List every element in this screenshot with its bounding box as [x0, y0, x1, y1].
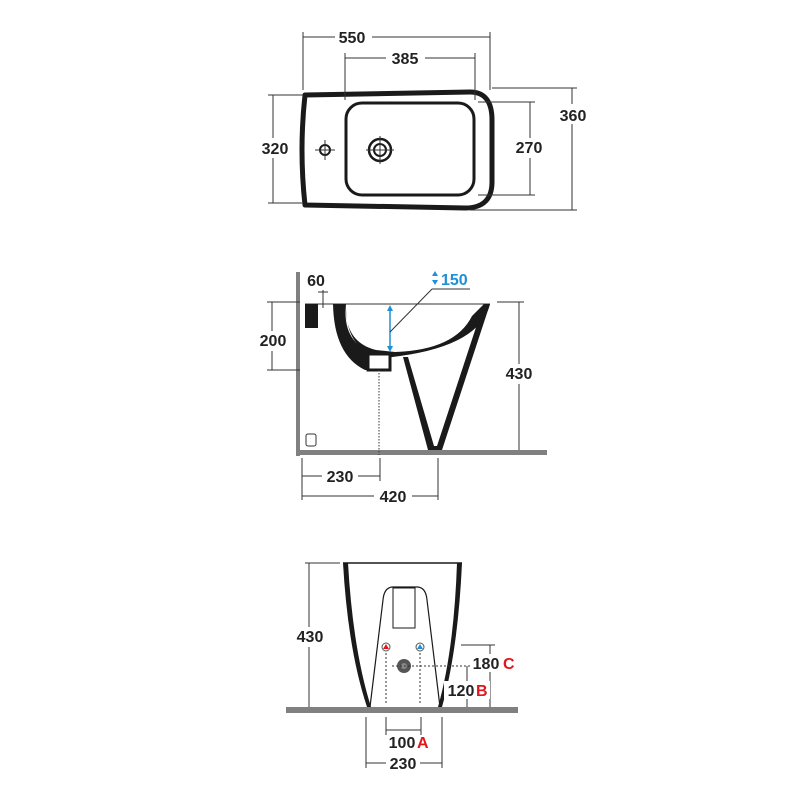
rear-rim	[305, 304, 318, 328]
front-view: 430 180 C 120 B 100 A 230	[286, 562, 518, 773]
tap-hole-icon	[366, 136, 394, 164]
dim-420: 420	[380, 489, 407, 506]
basin-outline	[344, 101, 476, 197]
wall	[296, 272, 300, 456]
dim-150: 150	[441, 272, 468, 289]
dim-200: 200	[260, 333, 287, 350]
floor	[296, 450, 547, 455]
dim-270: 270	[516, 140, 543, 157]
drain-outlet	[366, 352, 392, 372]
dim-60: 60	[307, 273, 325, 290]
hot-water-icon	[381, 642, 391, 652]
bowl-back-wall	[333, 304, 370, 370]
cold-water-icon	[415, 642, 425, 652]
inner-recess	[392, 587, 416, 629]
dim-385: 385	[392, 51, 419, 68]
label-c: C	[503, 656, 515, 673]
dim-230-side: 230	[327, 469, 354, 486]
dim-320: 320	[262, 141, 289, 158]
dim-550: 550	[339, 30, 366, 47]
water-level-icon	[432, 271, 438, 285]
fixing-bracket-icon	[305, 433, 317, 447]
dim-430-front: 430	[297, 629, 324, 646]
label-b: B	[476, 683, 488, 700]
label-a: A	[417, 735, 429, 752]
pedestal	[403, 304, 490, 450]
top-outline	[299, 89, 495, 211]
dim-230-front: 230	[390, 756, 417, 773]
body-left-side	[343, 563, 371, 707]
dim-430-side: 430	[506, 366, 533, 383]
side-view: 60 150 200 430 230 420	[256, 271, 547, 506]
dim-120: 120	[448, 683, 475, 700]
dim-180: 180	[473, 656, 500, 673]
bowl-outline	[345, 304, 490, 358]
body-right-side	[438, 563, 462, 707]
overflow-hole-icon	[315, 140, 335, 160]
dim-360: 360	[560, 108, 587, 125]
floor-front	[286, 707, 518, 713]
rear-panel	[369, 586, 441, 708]
dim-100: 100	[389, 735, 416, 752]
top-view: 550 385 360 270 320	[256, 30, 590, 211]
